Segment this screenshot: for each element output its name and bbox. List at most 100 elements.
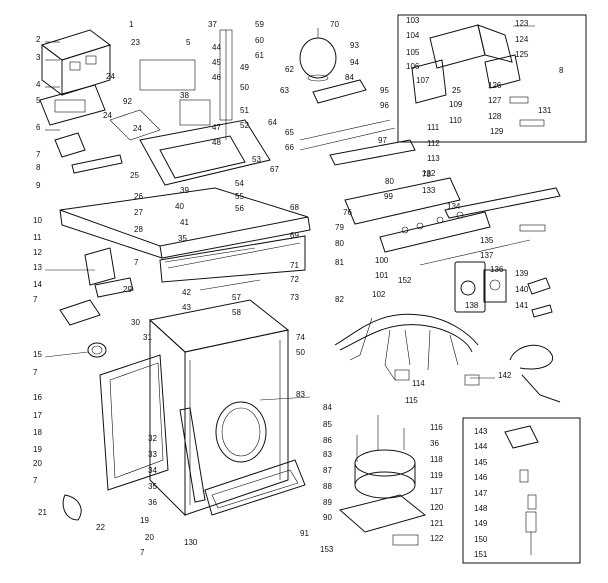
callout-99: 99 xyxy=(384,192,393,201)
callout-68: 68 xyxy=(290,203,299,212)
callout-67: 67 xyxy=(270,165,279,174)
callout-54: 54 xyxy=(235,179,244,188)
callout-56: 56 xyxy=(235,204,244,213)
callout-124: 124 xyxy=(515,35,529,44)
callout-102: 102 xyxy=(372,290,386,299)
callout-147: 147 xyxy=(474,489,488,498)
callout-107: 107 xyxy=(416,76,430,85)
callout-109: 109 xyxy=(449,100,463,109)
callout-19: 19 xyxy=(33,445,42,454)
callout-49: 49 xyxy=(240,63,249,72)
callout-35: 35 xyxy=(148,482,157,491)
callout-83: 83 xyxy=(296,390,305,399)
callout-120: 120 xyxy=(430,503,444,512)
callout-131: 131 xyxy=(538,106,552,115)
callout-44: 44 xyxy=(212,43,221,52)
leaders xyxy=(44,25,535,401)
console-controls xyxy=(109,29,271,186)
callout-101: 101 xyxy=(375,271,389,280)
callout-89: 89 xyxy=(323,498,332,507)
callout-53: 53 xyxy=(252,155,261,164)
mechanism-bar xyxy=(299,79,416,166)
motor-dome xyxy=(299,28,337,82)
callout-3: 3 xyxy=(36,53,41,62)
callout-15: 15 xyxy=(33,350,42,359)
callout-52: 52 xyxy=(240,121,249,130)
callout-100: 100 xyxy=(375,256,389,265)
callout-41: 41 xyxy=(180,218,189,227)
callout-80: 80 xyxy=(385,177,394,186)
callout-106: 106 xyxy=(406,62,420,71)
callout-95: 95 xyxy=(380,86,389,95)
callout-1: 1 xyxy=(129,20,134,29)
callout-121: 121 xyxy=(430,519,444,528)
callout-110: 110 xyxy=(449,116,462,125)
callout-38: 38 xyxy=(180,91,189,100)
callout-97: 97 xyxy=(378,136,387,145)
callout-7: 7 xyxy=(33,295,38,304)
callout-57: 57 xyxy=(232,293,241,302)
callout-5: 5 xyxy=(186,38,191,47)
callout-7: 7 xyxy=(134,258,139,267)
callout-93: 93 xyxy=(350,41,359,50)
callout-103: 103 xyxy=(406,16,420,25)
callout-29: 29 xyxy=(123,285,132,294)
callout-51: 51 xyxy=(240,106,249,115)
callout-116: 116 xyxy=(430,423,443,432)
callout-7: 7 xyxy=(140,548,145,557)
callout-80: 80 xyxy=(335,239,344,248)
callout-139: 139 xyxy=(515,269,529,278)
callout-140: 140 xyxy=(515,285,529,294)
timer-cluster xyxy=(454,261,553,318)
callout-141: 141 xyxy=(515,301,529,310)
callout-19: 19 xyxy=(140,516,149,525)
callout-7: 7 xyxy=(33,368,38,377)
callout-94: 94 xyxy=(350,58,359,67)
callout-112: 112 xyxy=(427,139,440,148)
pump-assembly xyxy=(338,415,427,546)
callout-130: 130 xyxy=(184,538,198,547)
callout-24: 24 xyxy=(133,124,142,133)
callout-10: 10 xyxy=(33,216,42,225)
callout-64: 64 xyxy=(268,118,277,127)
callout-137: 137 xyxy=(480,251,494,260)
callout-9: 9 xyxy=(36,181,41,190)
callout-105: 105 xyxy=(406,48,420,57)
callout-12: 12 xyxy=(33,248,42,257)
callout-36: 36 xyxy=(430,439,439,448)
callout-61: 61 xyxy=(255,51,264,60)
callout-74: 74 xyxy=(296,333,305,342)
callout-24: 24 xyxy=(106,72,115,81)
callout-65: 65 xyxy=(285,128,294,137)
callout-133: 133 xyxy=(422,186,436,195)
inset-top-parts xyxy=(411,24,545,127)
callout-58: 58 xyxy=(232,308,241,317)
callout-27: 27 xyxy=(134,208,143,217)
callout-72: 72 xyxy=(290,275,299,284)
callout-91: 91 xyxy=(300,529,309,538)
callout-76: 76 xyxy=(343,208,352,217)
callout-104: 104 xyxy=(406,31,420,40)
callout-90: 90 xyxy=(323,513,332,522)
callout-8: 8 xyxy=(36,163,41,172)
callout-71: 71 xyxy=(290,261,299,270)
callout-111: 111 xyxy=(427,123,440,132)
callout-96: 96 xyxy=(380,101,389,110)
callout-23: 23 xyxy=(131,38,140,47)
callout-59: 59 xyxy=(255,20,264,29)
callout-34: 34 xyxy=(148,466,157,475)
callout-33: 33 xyxy=(148,450,157,459)
callout-73: 73 xyxy=(290,293,299,302)
callout-30: 30 xyxy=(131,318,140,327)
callout-37: 37 xyxy=(208,20,217,29)
callout-119: 119 xyxy=(430,471,443,480)
callout-128: 128 xyxy=(488,112,502,121)
callout-45: 45 xyxy=(212,58,221,67)
callout-122: 122 xyxy=(430,534,444,543)
callout-84: 84 xyxy=(345,73,354,82)
callout-66: 66 xyxy=(285,143,294,152)
callout-48: 48 xyxy=(212,138,221,147)
callout-42: 42 xyxy=(182,288,191,297)
callout-50: 50 xyxy=(240,83,249,92)
callout-86: 86 xyxy=(323,436,332,445)
